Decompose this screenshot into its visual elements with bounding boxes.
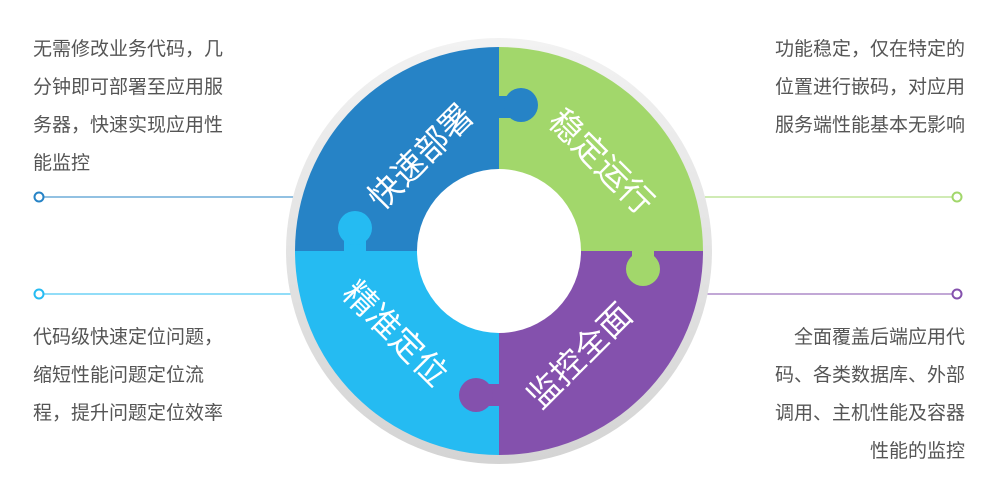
connector-dot [33,191,45,203]
desc-line: 码、各类数据库、外部 [774,364,965,386]
puzzle-tab [459,378,493,412]
desc-line: 位置进行嵌码，对应用 [774,76,965,98]
connector-dot [951,288,963,300]
desc-line: 调用、主机性能及容器 [774,402,965,424]
desc-line: 缩短性能问题定位流 [33,364,205,386]
desc-full-monitor: 全面覆盖后端应用代 码、各类数据库、外部 调用、主机性能及容器 性能的监控 [720,318,965,470]
desc-line: 功能稳定，仅在特定的 [774,38,965,60]
desc-precise-locate: 代码级快速定位问题， 缩短性能问题定位流 程，提升问题定位效率 [33,318,278,432]
desc-line: 全面覆盖后端应用代 [793,326,965,348]
connector-dot [33,288,45,300]
puzzle-tab [626,252,660,286]
connector-dot [951,191,963,203]
desc-fast-deploy: 无需修改业务代码，几 分钟即可部署至应用服 务器，快速实现应用性 能监控 [33,30,278,182]
puzzle-tab [504,88,538,122]
center-hole [417,169,581,333]
desc-line: 无需修改业务代码，几 [33,38,224,60]
connector-lines [33,191,963,300]
desc-line: 务器，快速实现应用性 [33,114,224,136]
desc-line: 能监控 [33,152,91,174]
desc-line: 性能的监控 [869,440,965,462]
desc-stable-run: 功能稳定，仅在特定的 位置进行嵌码，对应用 服务端性能基本无影响 [720,30,965,144]
desc-line: 程，提升问题定位效率 [33,402,224,424]
desc-line: 分钟即可部署至应用服 [33,76,224,98]
desc-line: 代码级快速定位问题， [33,326,224,348]
desc-line: 服务端性能基本无影响 [774,114,965,136]
puzzle-tab [338,211,372,245]
